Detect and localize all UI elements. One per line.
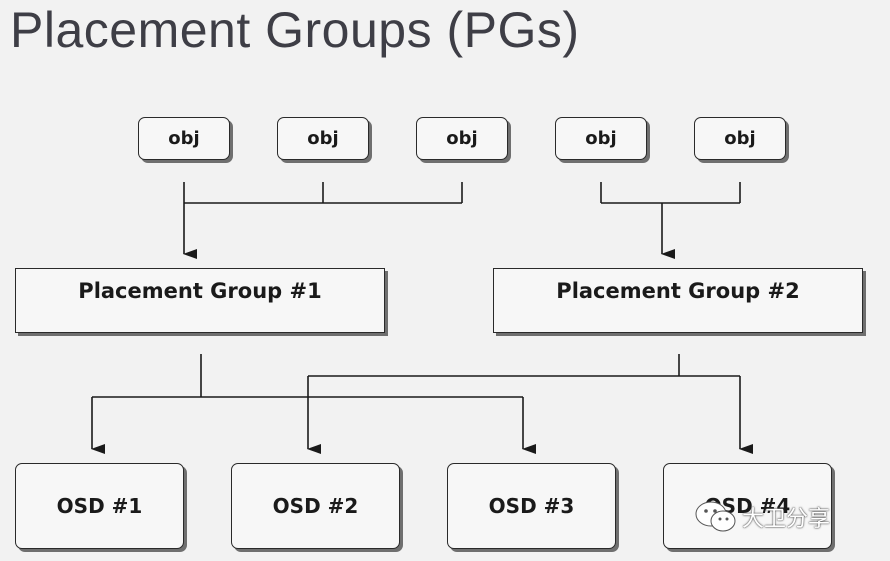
- object-node: obj: [138, 117, 230, 160]
- page-title: Placement Groups (PGs): [10, 2, 580, 58]
- osd-node: OSD #3: [447, 463, 616, 549]
- watermark-text: 大卫分享: [742, 507, 831, 532]
- placement-group-node: Placement Group #1: [15, 268, 385, 333]
- object-node: obj: [277, 117, 369, 160]
- osd-node: OSD #2: [231, 463, 400, 549]
- object-node: obj: [416, 117, 508, 160]
- object-node: obj: [555, 117, 647, 160]
- osd-node: OSD #4: [663, 463, 832, 549]
- wechat-icon: [695, 501, 736, 532]
- osd-node: OSD #1: [15, 463, 184, 549]
- watermark: 大卫分享: [694, 500, 830, 534]
- placement-group-node: Placement Group #2: [493, 268, 863, 333]
- object-node: obj: [694, 117, 786, 160]
